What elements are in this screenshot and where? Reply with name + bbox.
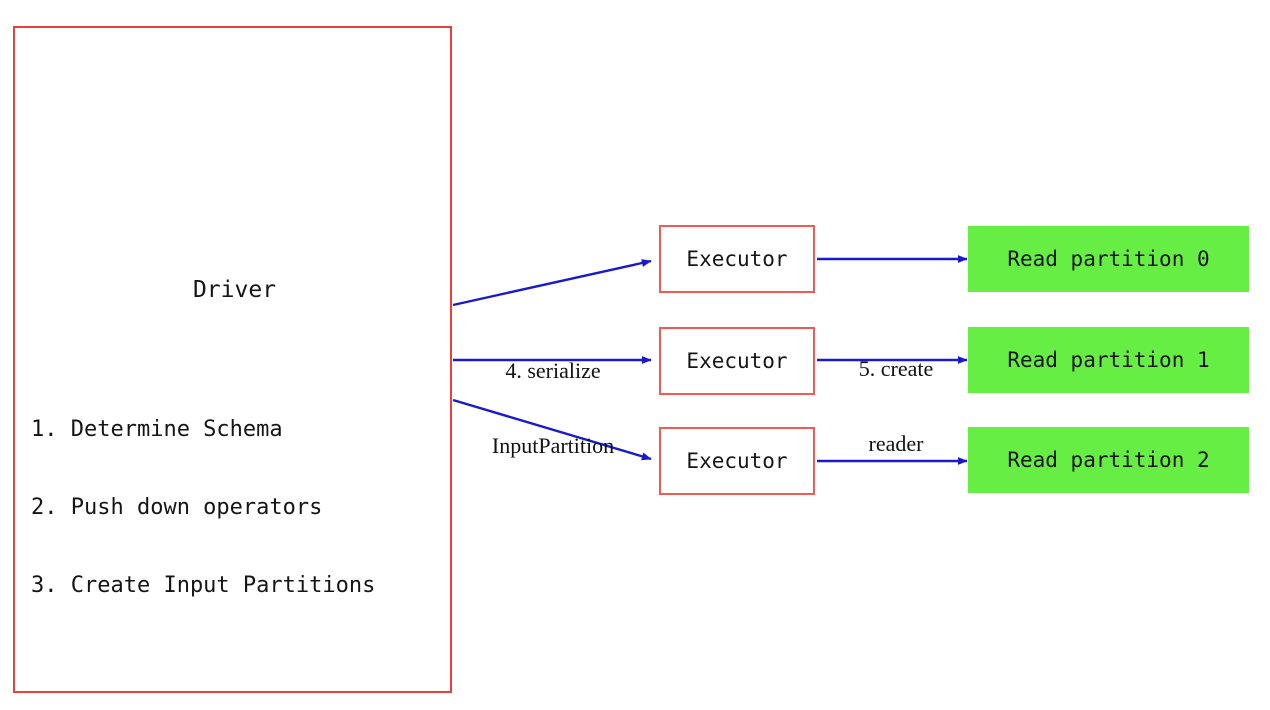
driver-steps-list: 1. Determine Schema 2. Push down operato… xyxy=(31,365,375,651)
executor-box-0: Executor xyxy=(659,225,815,293)
arrow-caption-create-reader: 5. create reader xyxy=(826,306,966,506)
driver-step-1: 1. Determine Schema xyxy=(31,417,283,442)
driver-step-3: 3. Create Input Partitions xyxy=(31,573,376,598)
executor-label-1: Executor xyxy=(686,349,788,373)
driver-step-2: 2. Push down operators xyxy=(31,495,323,520)
read-partition-label-1: Read partition 1 xyxy=(1007,348,1210,372)
arrow-caption-serialize-line1: 4. serialize xyxy=(505,358,601,383)
executor-box-2: Executor xyxy=(659,427,815,495)
driver-title: Driver xyxy=(192,277,277,303)
driver-box: Driver 1. Determine Schema 2. Push down … xyxy=(13,26,452,693)
executor-label-0: Executor xyxy=(686,247,788,271)
executor-label-2: Executor xyxy=(686,449,788,473)
arrow-caption-create-reader-line2: reader xyxy=(868,431,924,456)
arrow-caption-serialize: 4. serialize InputPartition xyxy=(462,308,644,508)
read-partition-box-0: Read partition 0 xyxy=(968,226,1249,292)
read-partition-label-2: Read partition 2 xyxy=(1007,448,1210,472)
arrow-caption-serialize-line2: InputPartition xyxy=(491,433,615,458)
arrow-caption-create-reader-line1: 5. create xyxy=(858,356,934,381)
read-partition-box-1: Read partition 1 xyxy=(968,327,1249,393)
read-partition-label-0: Read partition 0 xyxy=(1007,247,1210,271)
read-partition-box-2: Read partition 2 xyxy=(968,427,1249,493)
arrow-driver-to-executor-0 xyxy=(452,259,652,307)
executor-box-1: Executor xyxy=(659,327,815,395)
